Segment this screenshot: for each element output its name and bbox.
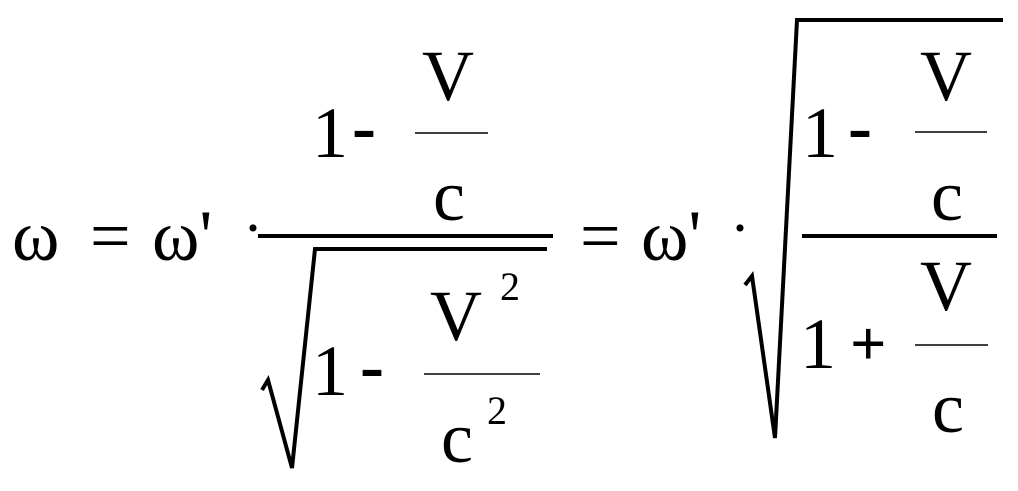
fraction-2: 1 - V c 1 + V c [743,18,1003,448]
denominator-one: 1 [800,304,836,384]
denominator-v: V [430,276,482,356]
omega-prime-2: ω' [641,196,701,276]
fraction-2-numerator: 1 - V c [802,36,987,236]
dot-operator-1: · [243,195,263,261]
fraction-1-denominator: 1 - V 2 c 2 [260,247,547,478]
numerator-minus: - [352,87,376,167]
numerator-one: 1 [802,93,838,173]
denominator-v-exponent: 2 [500,264,520,309]
numerator-c: c [931,156,963,236]
square-root-sign-2 [743,18,1003,439]
omega-symbol: ω [12,196,59,276]
denominator-c: c [932,368,964,448]
omega-prime-1: ω' [152,196,212,276]
denominator-c: c [441,398,473,478]
numerator-v: V [920,36,972,116]
denominator-plus: + [850,308,886,379]
numerator-v: V [422,36,474,116]
fraction-2-denominator: 1 + V c [800,246,988,448]
equals-sign-1: = [90,196,131,276]
fraction-1: 1 - V c 1 - V 2 c 2 [258,36,553,478]
numerator-one: 1 [312,93,348,173]
denominator-minus: - [360,326,384,406]
fraction-1-numerator: 1 - V c [312,36,488,236]
square-root-sign-1 [260,247,547,469]
numerator-minus: - [848,87,872,167]
denominator-v: V [920,246,972,326]
dot-operator-2: · [730,195,750,261]
numerator-c: c [433,156,465,236]
denominator-c-exponent: 2 [487,388,507,433]
equals-sign-2: = [580,196,621,276]
denominator-one: 1 [312,331,348,411]
